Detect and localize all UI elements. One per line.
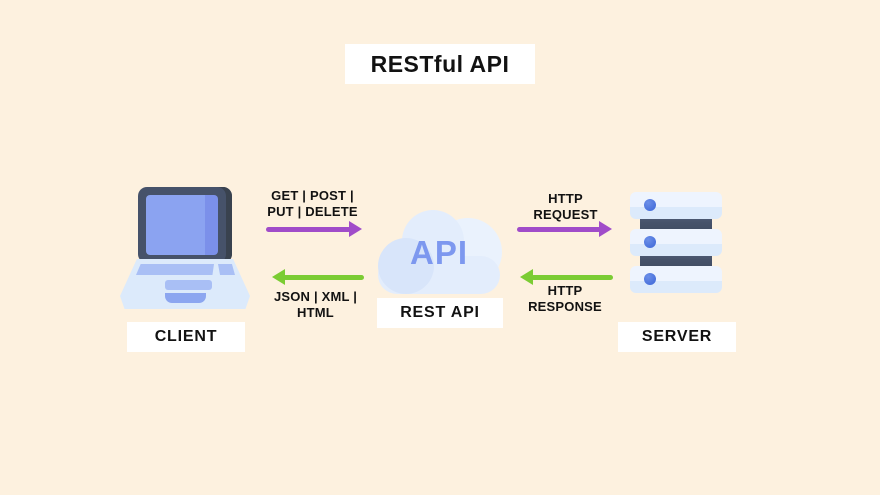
label-line: RESPONSE [528, 299, 602, 314]
arrow-shaft [283, 275, 364, 280]
response-formats-arrow [272, 269, 364, 285]
arrow-shaft [517, 227, 601, 232]
request-methods-arrow [266, 221, 362, 237]
server-rack-unit [630, 192, 722, 219]
server-rack-unit [630, 229, 722, 256]
api-cloud-icon: API [376, 204, 502, 294]
label-line: HTTP [547, 283, 583, 298]
label-line: GET | POST | [271, 188, 354, 203]
server-led-icon [644, 236, 656, 248]
rest-api-label: REST API [377, 298, 503, 328]
label-line: HTTP [548, 191, 583, 206]
response-formats-label: JSON | XML | HTML [258, 289, 373, 321]
http-request-arrow [517, 221, 612, 237]
laptop-keyboard [136, 264, 214, 275]
laptop-base-details [120, 259, 250, 309]
arrow-head-left-icon [520, 269, 533, 285]
laptop-touchpad [165, 280, 212, 290]
arrow-shaft [531, 275, 613, 280]
laptop-keyboard-accent [218, 264, 235, 275]
request-methods-label: GET | POST | PUT | DELETE [255, 188, 370, 220]
server-led-icon [644, 273, 656, 285]
label-line: JSON | XML | [273, 289, 358, 304]
cloud-lobe-left [378, 238, 434, 294]
http-response-label: HTTP RESPONSE [510, 283, 620, 315]
server-rack-unit [630, 266, 722, 293]
laptop-notch [165, 293, 206, 303]
laptop-lid [138, 187, 232, 263]
http-request-label: HTTP REQUEST [518, 191, 613, 223]
label-line: HTML [297, 305, 334, 320]
page-title: RESTful API [345, 44, 535, 84]
server-icon [630, 192, 722, 294]
label-line: REQUEST [533, 207, 598, 222]
arrow-shaft [266, 227, 351, 232]
server-label: SERVER [618, 322, 736, 352]
client-label: CLIENT [127, 322, 245, 352]
laptop-screen [146, 195, 218, 255]
laptop-icon [120, 185, 250, 312]
arrow-head-right-icon [599, 221, 612, 237]
label-line: PUT | DELETE [267, 204, 358, 219]
arrow-head-left-icon [272, 269, 285, 285]
cloud-api-text: API [409, 234, 468, 271]
http-response-arrow [520, 269, 613, 285]
arrow-head-right-icon [349, 221, 362, 237]
server-led-icon [644, 199, 656, 211]
